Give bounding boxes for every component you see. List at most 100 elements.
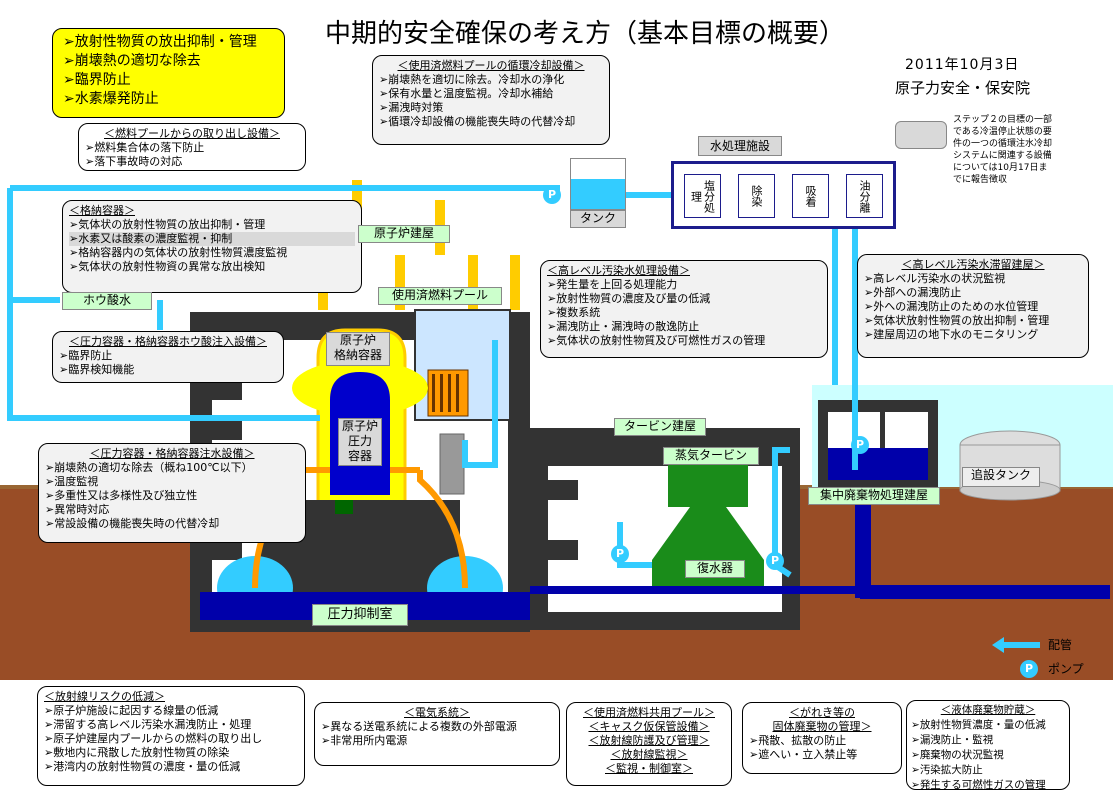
box-item: 異常時対応 — [45, 503, 299, 517]
box-title: ＜圧力容器・格納容器ホウ酸注入設備＞ — [69, 335, 267, 348]
goal-item: 放射性物質の放出抑制・管理 — [63, 33, 274, 52]
box-line: ＜キャスク仮保管設備＞ — [588, 720, 710, 733]
radiation-risk-box: ＜放射線リスクの低減＞ 原子炉施設に起因する線量の低減 滞留する高レベル汚染水漏… — [37, 686, 305, 786]
box-item: 発生する可燃性ガスの管理 — [911, 778, 1065, 792]
tank-icon — [570, 158, 626, 210]
steam-turbine-label: 蒸気タービン — [663, 447, 759, 465]
box-item: 滞留する高レベル汚染水漏洩防止・処理 — [44, 718, 298, 732]
box-title: ＜高レベル汚染水処理設備＞ — [547, 264, 690, 277]
water-treatment-label: 水処理施設 — [698, 136, 782, 156]
suppression-label: 圧力抑制室 — [312, 604, 408, 626]
box-item: 放射性物質の濃度及び量の低減 — [547, 292, 821, 306]
fuel-removal-box: ＜燃料プールからの取り出し設備＞ 燃料集合体の落下防止 落下事故時の対応 — [78, 123, 306, 171]
box-item: 原子炉施設に起因する線量の低減 — [44, 704, 298, 718]
date-text: 2011年10月3日 — [905, 57, 1020, 73]
page-title: 中期的安全確保の考え方（基本目標の概要） — [325, 19, 846, 49]
water-channel — [530, 586, 880, 594]
pump-icon: P — [851, 436, 869, 454]
pool-gate — [439, 433, 465, 495]
box-item: 気体状放射性物質の放出抑制・管理 — [864, 314, 1082, 328]
box-item: 漏洩防止・監視 — [911, 733, 1065, 748]
turbine-building-label: タービン建屋 — [614, 418, 706, 436]
box-item: 臨界検知機能 — [59, 363, 277, 377]
common-pool-box: ＜使用済燃料共用プール＞ ＜キャスク仮保管設備＞ ＜放射線防護及び管理＞ ＜放射… — [566, 702, 732, 786]
reactor-containment-label: 原子炉 格納容器 — [326, 332, 390, 366]
water-treatment-facility: 塩分処理 除染 吸着 油分離 — [671, 161, 896, 229]
box-item: 水素又は酸素の濃度監視・抑制 — [69, 232, 355, 246]
pump-icon: P — [611, 545, 629, 563]
pump-icon: P — [766, 552, 784, 570]
box-item: 飛散、拡散の防止 — [749, 734, 895, 748]
goals-box: 放射性物質の放出抑制・管理 崩壊熱の適切な除去 臨界防止 水素爆発防止 — [52, 28, 285, 118]
box-title: ＜放射線リスクの低減＞ — [44, 690, 165, 703]
box-line: ＜放射線防護及び管理＞ — [588, 734, 710, 747]
goal-item: 臨界防止 — [63, 71, 274, 90]
box-item: 外部への漏洩防止 — [864, 286, 1082, 300]
spent-pool-cooling-box: ＜使用済燃料プールの循環冷却設備＞ 崩壊熱を適切に除去。冷却水の浄化 保有水量と… — [372, 55, 610, 145]
goal-item: 崩壊熱の適切な除去 — [63, 52, 274, 71]
box-title: ＜圧力容器・格納容器注水設備＞ — [89, 447, 255, 460]
pump-icon: P — [543, 186, 561, 204]
box-title: ＜格納容器＞ — [69, 204, 135, 217]
box-title: ＜燃料プールからの取り出し設備＞ — [104, 127, 280, 140]
liquid-waste-box: ＜液体廃棄物貯蔵＞ 放射性物質濃度・量の低減 漏洩防止・監視 廃棄物の状況監視 … — [906, 700, 1070, 792]
box-item: 温度監視 — [45, 475, 299, 489]
box-line: ＜放射線監視＞ — [610, 748, 688, 761]
additional-tank-label: 追設タンク — [962, 467, 1040, 487]
box-item: 漏洩防止・漏洩時の散逸防止 — [547, 320, 821, 334]
spent-fuel-pool-label: 使用済燃料プール — [378, 287, 502, 305]
box-item: 気体状の放射性物資の異常な放出検知 — [69, 260, 355, 274]
box-line: ＜監視・制御室＞ — [605, 762, 693, 775]
box-item: 原子炉建屋内プールからの燃料の取り出し — [44, 732, 298, 746]
box-item: 港湾内の放射性物質の濃度・量の低減 — [44, 760, 298, 774]
box-item: 漏洩時対策 — [379, 101, 603, 115]
box-item: 落下事故時の対応 — [85, 155, 299, 169]
legend-gray-swatch — [895, 121, 947, 149]
box-item: 異なる送電系統による複数の外部電源 — [321, 720, 553, 734]
wt-unit: 油分離 — [846, 174, 883, 218]
box-title: ＜電気系統＞ — [404, 706, 470, 719]
box-item: 非常用所内電源 — [321, 734, 553, 748]
legend-pump-label: ポンプ — [1048, 662, 1084, 676]
box-item: 放射性物質濃度・量の低減 — [911, 718, 1065, 733]
box-line: ＜使用済燃料共用プール＞ — [583, 706, 715, 719]
box-title: ＜がれき等の — [789, 706, 855, 719]
electrical-box: ＜電気系統＞ 異なる送電系統による複数の外部電源 非常用所内電源 — [314, 702, 560, 766]
condenser-label: 復水器 — [685, 560, 745, 578]
steam-turbine — [668, 465, 748, 507]
water-injection-box: ＜圧力容器・格納容器注水設備＞ 崩壊熱の適切な除去（概ね100℃以下） 温度監視… — [38, 443, 306, 543]
box-item: 汚染拡大防止 — [911, 763, 1065, 778]
box-title: ＜液体廃棄物貯蔵＞ — [940, 704, 1036, 716]
high-level-treatment-box: ＜高レベル汚染水処理設備＞ 発生量を上回る処理能力 放射性物質の濃度及び量の低減… — [540, 260, 828, 358]
boric-acid-box: ＜圧力容器・格納容器ホウ酸注入設備＞ 臨界防止 臨界検知機能 — [52, 331, 284, 383]
high-level-storage-box: ＜高レベル汚染水滞留建屋＞ 高レベル汚染水の状況監視 外部への漏洩防止 外への漏… — [857, 254, 1089, 358]
legend-pipe-label: 配管 — [1048, 638, 1073, 652]
box-item: 多重性又は多様性及び独立性 — [45, 489, 299, 503]
box-item: 燃料集合体の落下防止 — [85, 141, 299, 155]
box-item: 循環冷却設備の機能喪失時の代替冷却 — [379, 115, 603, 129]
box-item: 廃棄物の状況監視 — [911, 748, 1065, 763]
wt-unit: 塩分処理 — [684, 174, 721, 218]
wt-unit: 吸着 — [792, 174, 829, 218]
box-item: 建屋周辺の地下水のモニタリング — [864, 328, 1082, 342]
legend-pump-icon: P — [1020, 660, 1038, 678]
box-item: 保有水量と温度監視。冷却水補給 — [379, 87, 603, 101]
boric-acid-label: ホウ酸水 — [62, 292, 152, 310]
box-item: 臨界防止 — [59, 349, 277, 363]
box-item: 発生量を上回る処理能力 — [547, 278, 821, 292]
box-item: 常設設備の機能喪失時の代替冷却 — [45, 517, 299, 531]
box-item: 高レベル汚染水の状況監視 — [864, 272, 1082, 286]
box-item: 格納容器内の気体状の放射性物質濃度監視 — [69, 246, 355, 260]
waste-building-label: 集中廃棄物処理建屋 — [808, 487, 940, 505]
box-item: 外への漏洩防止のための水位管理 — [864, 300, 1082, 314]
reactor-building-label: 原子炉建屋 — [358, 225, 450, 243]
box-item: 崩壊熱の適切な除去（概ね100℃以下） — [45, 461, 299, 475]
goal-item: 水素爆発防止 — [63, 90, 274, 109]
wt-unit: 除染 — [738, 174, 775, 218]
organization-text: 原子力安全・保安院 — [895, 79, 1031, 97]
box-title: 固体廃棄物の管理＞ — [772, 720, 872, 733]
box-item: 遮へい・立入禁止等 — [749, 748, 895, 762]
tank-label: タンク — [570, 210, 626, 228]
box-item: 崩壊熱を適切に除去。冷却水の浄化 — [379, 73, 603, 87]
rubble-box: ＜がれき等の 固体廃棄物の管理＞ 飛散、拡散の防止 遮へい・立入禁止等 — [742, 702, 902, 774]
